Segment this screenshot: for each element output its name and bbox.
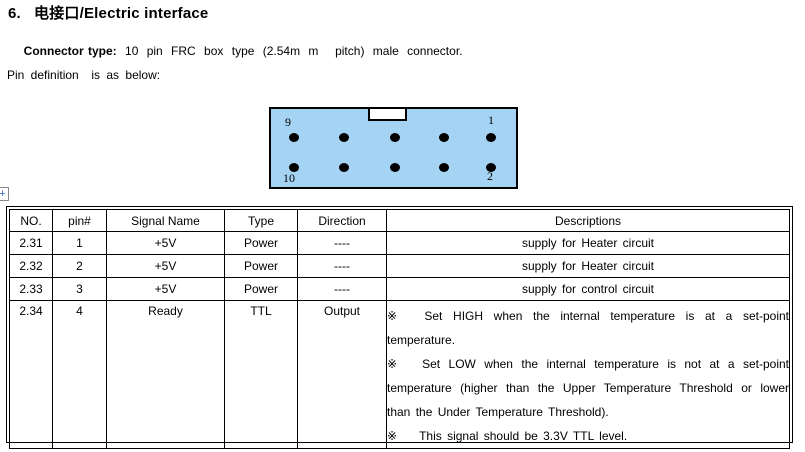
pin-definition-table: NO. pin# Signal Name Type Direction Desc… xyxy=(6,206,793,449)
description-item: ※Set LOW when the internal temperature i… xyxy=(387,352,789,424)
cell-pin: 3 xyxy=(52,277,107,301)
cell-direction: ---- xyxy=(297,277,387,301)
cell-description: supply for control circuit xyxy=(386,277,790,301)
pin-dot xyxy=(439,163,449,172)
pin-label-10: 10 xyxy=(283,171,295,185)
description-item: ※ This signal should be 3.3V TTL level. xyxy=(387,424,789,448)
connector-type-value: 10 pin FRC box type (2.54m m pitch) male… xyxy=(116,44,463,58)
connector-type-label: Connector type: xyxy=(23,44,117,58)
reference-mark-icon: ※ xyxy=(387,309,403,323)
pin-label-2: 2 xyxy=(487,169,493,183)
pin-dot xyxy=(486,133,496,142)
description-item: ※Set HIGH when the internal temperature … xyxy=(387,304,789,352)
connector-notch xyxy=(368,107,407,121)
cell-no: 2.33 xyxy=(9,277,53,301)
cell-signal: +5V xyxy=(106,231,225,255)
header-direction: Direction xyxy=(297,209,387,232)
reference-mark-icon: ※ xyxy=(387,429,398,443)
cell-pin: 4 xyxy=(52,300,107,449)
cell-pin: 1 xyxy=(52,231,107,255)
pin-dot xyxy=(339,133,349,142)
cell-signal: +5V xyxy=(106,254,225,278)
pin-label-1: 1 xyxy=(488,113,494,127)
table-move-handle-icon[interactable]: + xyxy=(0,187,9,201)
pin-dot xyxy=(289,163,299,172)
header-pin: pin# xyxy=(52,209,107,232)
table-row: 2.32 2 +5V Power ---- supply for Heater … xyxy=(9,254,790,278)
description-text: Set LOW when the internal temperature is… xyxy=(387,357,789,419)
cell-direction: ---- xyxy=(297,254,387,278)
pin-label-9: 9 xyxy=(285,115,291,129)
connector-type-line: Connector type: 10 pin FRC box type (2.5… xyxy=(7,30,463,58)
cell-description: supply for Heater circuit xyxy=(386,231,790,255)
cell-no: 2.32 xyxy=(9,254,53,278)
cell-pin: 2 xyxy=(52,254,107,278)
pin-definition-note: Pin definition is as below: xyxy=(7,68,161,82)
section-title: 6. 电接口/Electric interface xyxy=(8,5,209,22)
cell-type: Power xyxy=(224,231,298,255)
reference-mark-icon: ※ xyxy=(387,357,401,371)
connector-diagram: 9 1 10 2 xyxy=(269,107,518,189)
cell-no: 2.31 xyxy=(9,231,53,255)
cell-direction: Output xyxy=(297,300,387,449)
header-no: NO. xyxy=(9,209,53,232)
table-row: 2.34 4 Ready TTL Output ※Set HIGH when t… xyxy=(9,300,790,449)
header-type: Type xyxy=(224,209,298,232)
cell-type: Power xyxy=(224,277,298,301)
header-descriptions: Descriptions xyxy=(386,209,790,232)
table-row: 2.31 1 +5V Power ---- supply for Heater … xyxy=(9,231,790,255)
cell-no: 2.34 xyxy=(9,300,53,449)
cell-signal: +5V xyxy=(106,277,225,301)
cell-description: supply for Heater circuit xyxy=(386,254,790,278)
pin-dot xyxy=(390,163,400,172)
table-header-row: NO. pin# Signal Name Type Direction Desc… xyxy=(9,209,790,232)
cell-description: ※Set HIGH when the internal temperature … xyxy=(386,300,790,449)
pin-dot xyxy=(289,133,299,142)
pin-dot xyxy=(486,163,496,172)
pin-dot xyxy=(339,163,349,172)
pin-dot xyxy=(439,133,449,142)
description-text: This signal should be 3.3V TTL level. xyxy=(419,429,628,443)
description-text: Set HIGH when the internal temperature i… xyxy=(387,309,789,347)
table-row: 2.33 3 +5V Power ---- supply for control… xyxy=(9,277,790,301)
cell-type: Power xyxy=(224,254,298,278)
header-signal-name: Signal Name xyxy=(106,209,225,232)
cell-signal: Ready xyxy=(106,300,225,449)
cell-direction: ---- xyxy=(297,231,387,255)
cell-type: TTL xyxy=(224,300,298,449)
pin-dot xyxy=(390,133,400,142)
